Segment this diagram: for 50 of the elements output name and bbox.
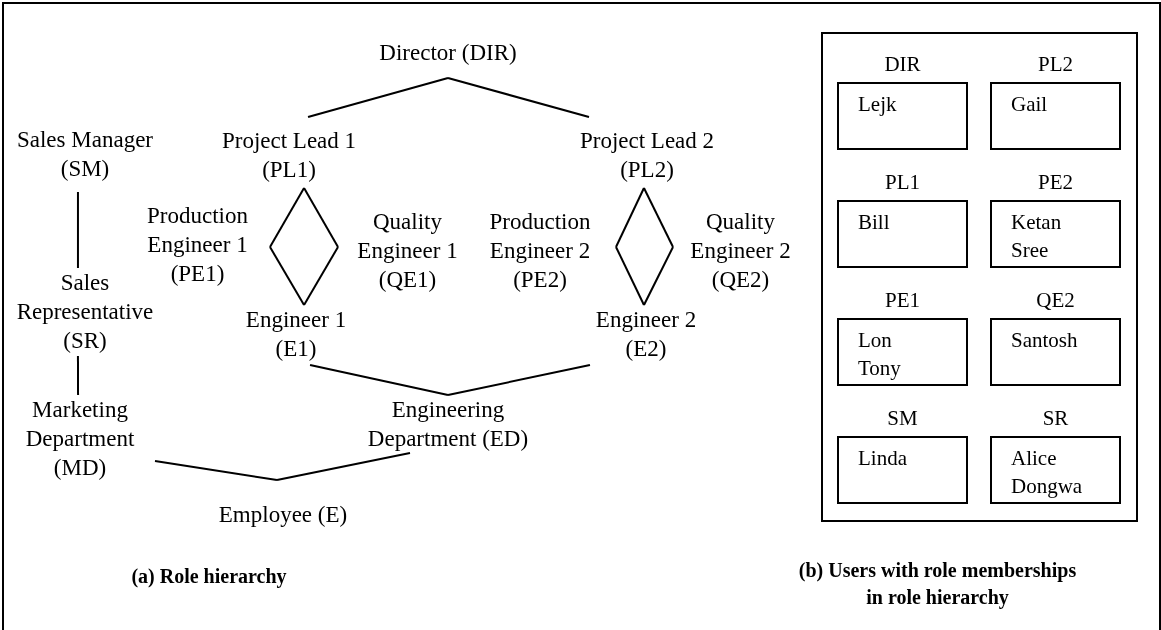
role-name: Engineering Department (ED) [366, 396, 530, 453]
connector-line [615, 187, 645, 248]
user-name: Bill [858, 209, 891, 236]
connector-line [303, 245, 339, 306]
role-name: Marketing Department (MD) [24, 396, 136, 482]
connector-line [642, 245, 674, 306]
user-name: Linda [858, 445, 908, 472]
connector-line [642, 187, 674, 248]
role-name: Production Engineer 2 (PE2) [488, 208, 592, 294]
connector-line [269, 246, 306, 306]
user-name: Lon [858, 327, 893, 354]
role-label: SM [886, 405, 919, 432]
role-name: Engineer 2 (E2) [594, 306, 698, 363]
role-name: Quality Engineer 2 (QE2) [689, 208, 792, 294]
connector-line [76, 355, 80, 396]
role-label: QE2 [1035, 287, 1076, 314]
role-name: Quality Engineer 1 (QE1) [356, 208, 459, 294]
role-name: Engineer 1 (E1) [244, 306, 348, 363]
connector-line [269, 187, 306, 248]
figure-caption: (b) Users with role memberships in role hierarchy [797, 558, 1078, 611]
user-name: Dongwa [1011, 473, 1084, 500]
role-name: Project Lead 1 (PL1) [220, 127, 358, 184]
user-name: Gail [1011, 91, 1049, 118]
role-name: Employee (E) [217, 501, 349, 529]
role-name: Director (DIR) [378, 39, 518, 67]
connector-line [307, 77, 449, 118]
role-label: PL1 [884, 169, 921, 196]
user-name: Alice [1011, 445, 1058, 472]
role-name: Project Lead 2 (PL2) [578, 127, 716, 184]
user-panel [821, 32, 1138, 522]
user-name: Sree [1011, 237, 1050, 264]
figure-caption: (a) Role hierarchy [130, 564, 288, 590]
connector-line [447, 364, 591, 396]
connector-line [447, 77, 590, 118]
connector-line [154, 460, 278, 481]
user-name: Ketan [1011, 209, 1063, 236]
role-label: PL2 [1037, 51, 1074, 78]
connector-line [76, 191, 79, 269]
user-name: Tony [858, 355, 902, 382]
connector-line [615, 245, 645, 306]
connector-line [303, 187, 339, 248]
user-name: Santosh [1011, 327, 1079, 354]
connector-line [276, 452, 411, 481]
role-label: PE1 [884, 287, 921, 314]
user-name: Lejk [858, 91, 898, 118]
connector-line [309, 364, 449, 396]
role-name: Sales Manager (SM) [15, 126, 154, 183]
role-label: DIR [883, 51, 922, 78]
role-label: PE2 [1037, 169, 1074, 196]
role-label: SR [1041, 405, 1070, 432]
